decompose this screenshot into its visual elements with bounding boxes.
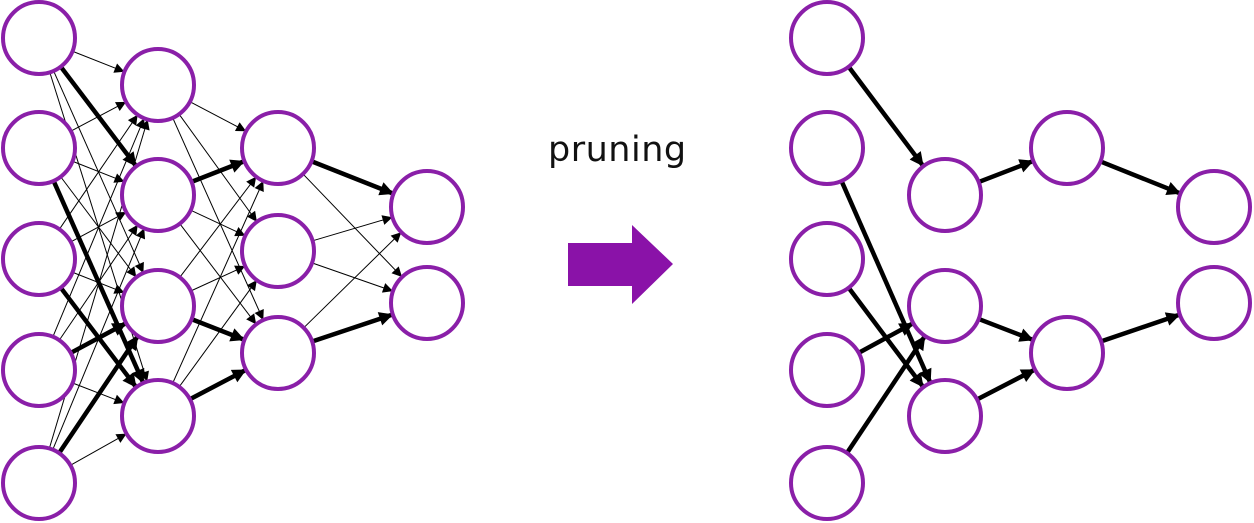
before-edge-l2-1-1 [311,262,394,293]
before-edge-l0-0-0 [72,50,125,73]
after-node-l0-n3 [789,332,865,408]
before-edge-l2-0-1 [302,173,403,278]
after-node-l3-n0 [1176,169,1252,245]
before-node-l2-n1 [240,213,316,289]
before-strong-edge-l0-0-1 [58,65,138,167]
after-node-l0-n1 [789,110,865,186]
before-node-l0-n3 [1,332,77,408]
before-strong-edge-l0-2-3 [58,286,138,388]
before-edge-l2-1-0 [312,215,393,242]
before-node-l2-n2 [240,315,316,391]
right-arrow-icon [568,225,673,304]
before-strong-edge-l1-1-0 [190,159,245,184]
before-node-l3-n1 [389,265,465,341]
before-strong-edge-l2-0-0 [310,159,394,196]
after-edge-l1-0-0 [977,159,1034,185]
before-node-l1-n3 [120,378,196,454]
before-node-l2-n0 [240,110,316,186]
after-edge-l2-0-0 [1099,159,1181,196]
before-node-l0-n4 [1,445,77,521]
after-network-edges [839,65,1181,455]
before-strong-edge-l0-4-2 [57,335,140,455]
pruning-label: pruning [548,130,687,170]
after-node-l1-n0 [907,157,983,233]
before-node-l3-n0 [389,169,465,245]
after-node-l2-n0 [1029,110,1105,186]
before-network-nodes [1,0,465,521]
before-strong-edge-l2-2-1 [311,312,394,344]
after-edge-l0-3-1 [857,321,914,355]
after-edge-l0-0-0 [846,65,925,167]
before-edge-l0-2-0 [58,114,138,230]
after-edge-l0-4-1 [845,335,927,455]
after-node-l3-n1 [1176,265,1252,341]
after-node-l0-n4 [789,445,865,521]
before-edge-l2-2-0 [303,232,402,329]
before-node-l1-n2 [120,268,196,344]
before-strong-edge-l1-3-2 [188,368,247,402]
before-edge-l1-0-0 [189,101,247,132]
after-node-l1-n1 [907,268,983,344]
before-edge-l0-1-1 [72,160,125,183]
before-edge-l1-3-1 [178,280,257,388]
before-edge-l1-0-1 [178,113,257,222]
before-edge-l1-3-0 [172,180,264,384]
after-edge-l2-1-1 [1100,312,1181,344]
after-node-l0-n0 [789,0,865,76]
after-network-nodes [789,0,1252,521]
after-node-l0-n2 [789,221,865,297]
before-edge-l1-1-2 [179,223,257,325]
after-edge-l1-1-1 [977,316,1034,342]
before-node-l0-n1 [1,110,77,186]
before-edge-l1-1-1 [190,209,246,237]
before-edge-l1-2-1 [190,265,246,292]
after-node-l1-n2 [907,378,983,454]
after-node-l2-n1 [1029,315,1105,391]
before-node-l1-n1 [120,157,196,233]
before-node-l1-n0 [120,47,196,123]
before-edge-l1-2-0 [179,176,257,278]
before-edge-l0-4-3 [70,433,127,466]
before-network-edges [48,50,403,466]
before-strong-edge-l1-2-2 [190,317,245,342]
before-node-l0-n0 [1,0,77,76]
before-node-l0-n2 [1,221,77,297]
after-edge-l1-2-1 [975,367,1036,402]
